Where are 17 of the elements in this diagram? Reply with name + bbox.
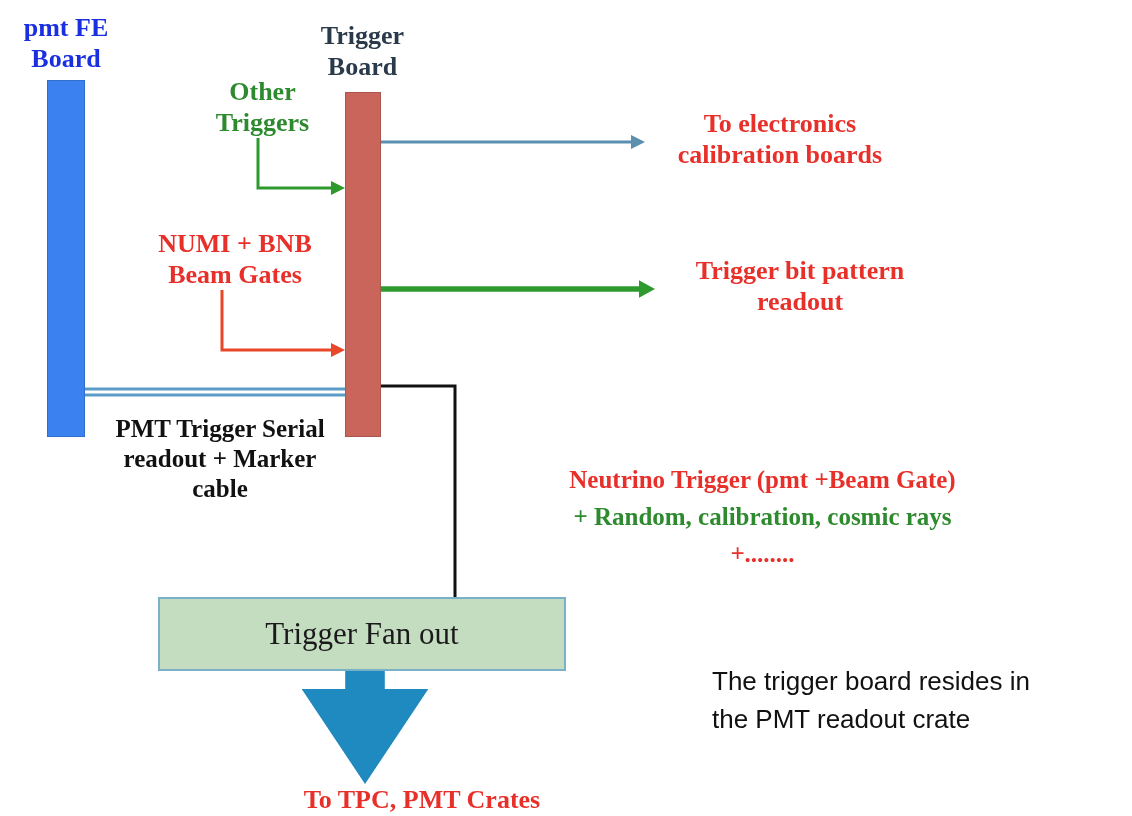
process-box: Trigger Fan out (158, 597, 566, 671)
output-label: To electronics calibration boards (645, 108, 915, 170)
arrow (381, 135, 645, 149)
connector-line (85, 387, 345, 397)
board-label: pmt FE Board (22, 12, 110, 74)
note-text: The trigger board resides in the PMT readout crate (712, 665, 1031, 736)
note-text: + Random, calibration, cosmic rays (572, 502, 953, 532)
note-text: +........ (729, 539, 796, 569)
block-arrow (301, 671, 429, 784)
output-label: To TPC, PMT Crates (262, 784, 582, 815)
arrow (220, 290, 345, 357)
connector-line (381, 384, 457, 597)
note-text: Neutrino Trigger (pmt +Beam Gate) (568, 465, 957, 495)
output-label: Trigger bit pattern readout (655, 255, 945, 317)
arrow (381, 280, 655, 298)
input-label: NUMI + BNB Beam Gates (140, 228, 330, 290)
arrow (256, 138, 345, 195)
